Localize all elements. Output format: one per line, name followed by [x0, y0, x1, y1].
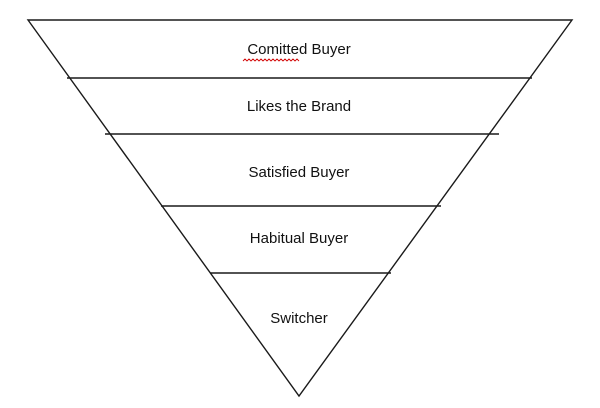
- tier-label-satisfied-buyer: Satisfied Buyer: [249, 164, 350, 181]
- inverted-triangle-outline: [26, 19, 574, 398]
- tier-label-committed-buyer: Comitted Buyer: [247, 41, 350, 58]
- tier-label-likes-the-brand: Likes the Brand: [247, 98, 351, 115]
- tier-label-switcher: Switcher: [270, 310, 328, 327]
- tier-label-habitual-buyer: Habitual Buyer: [250, 230, 348, 247]
- spellcheck-underline: [242, 58, 300, 62]
